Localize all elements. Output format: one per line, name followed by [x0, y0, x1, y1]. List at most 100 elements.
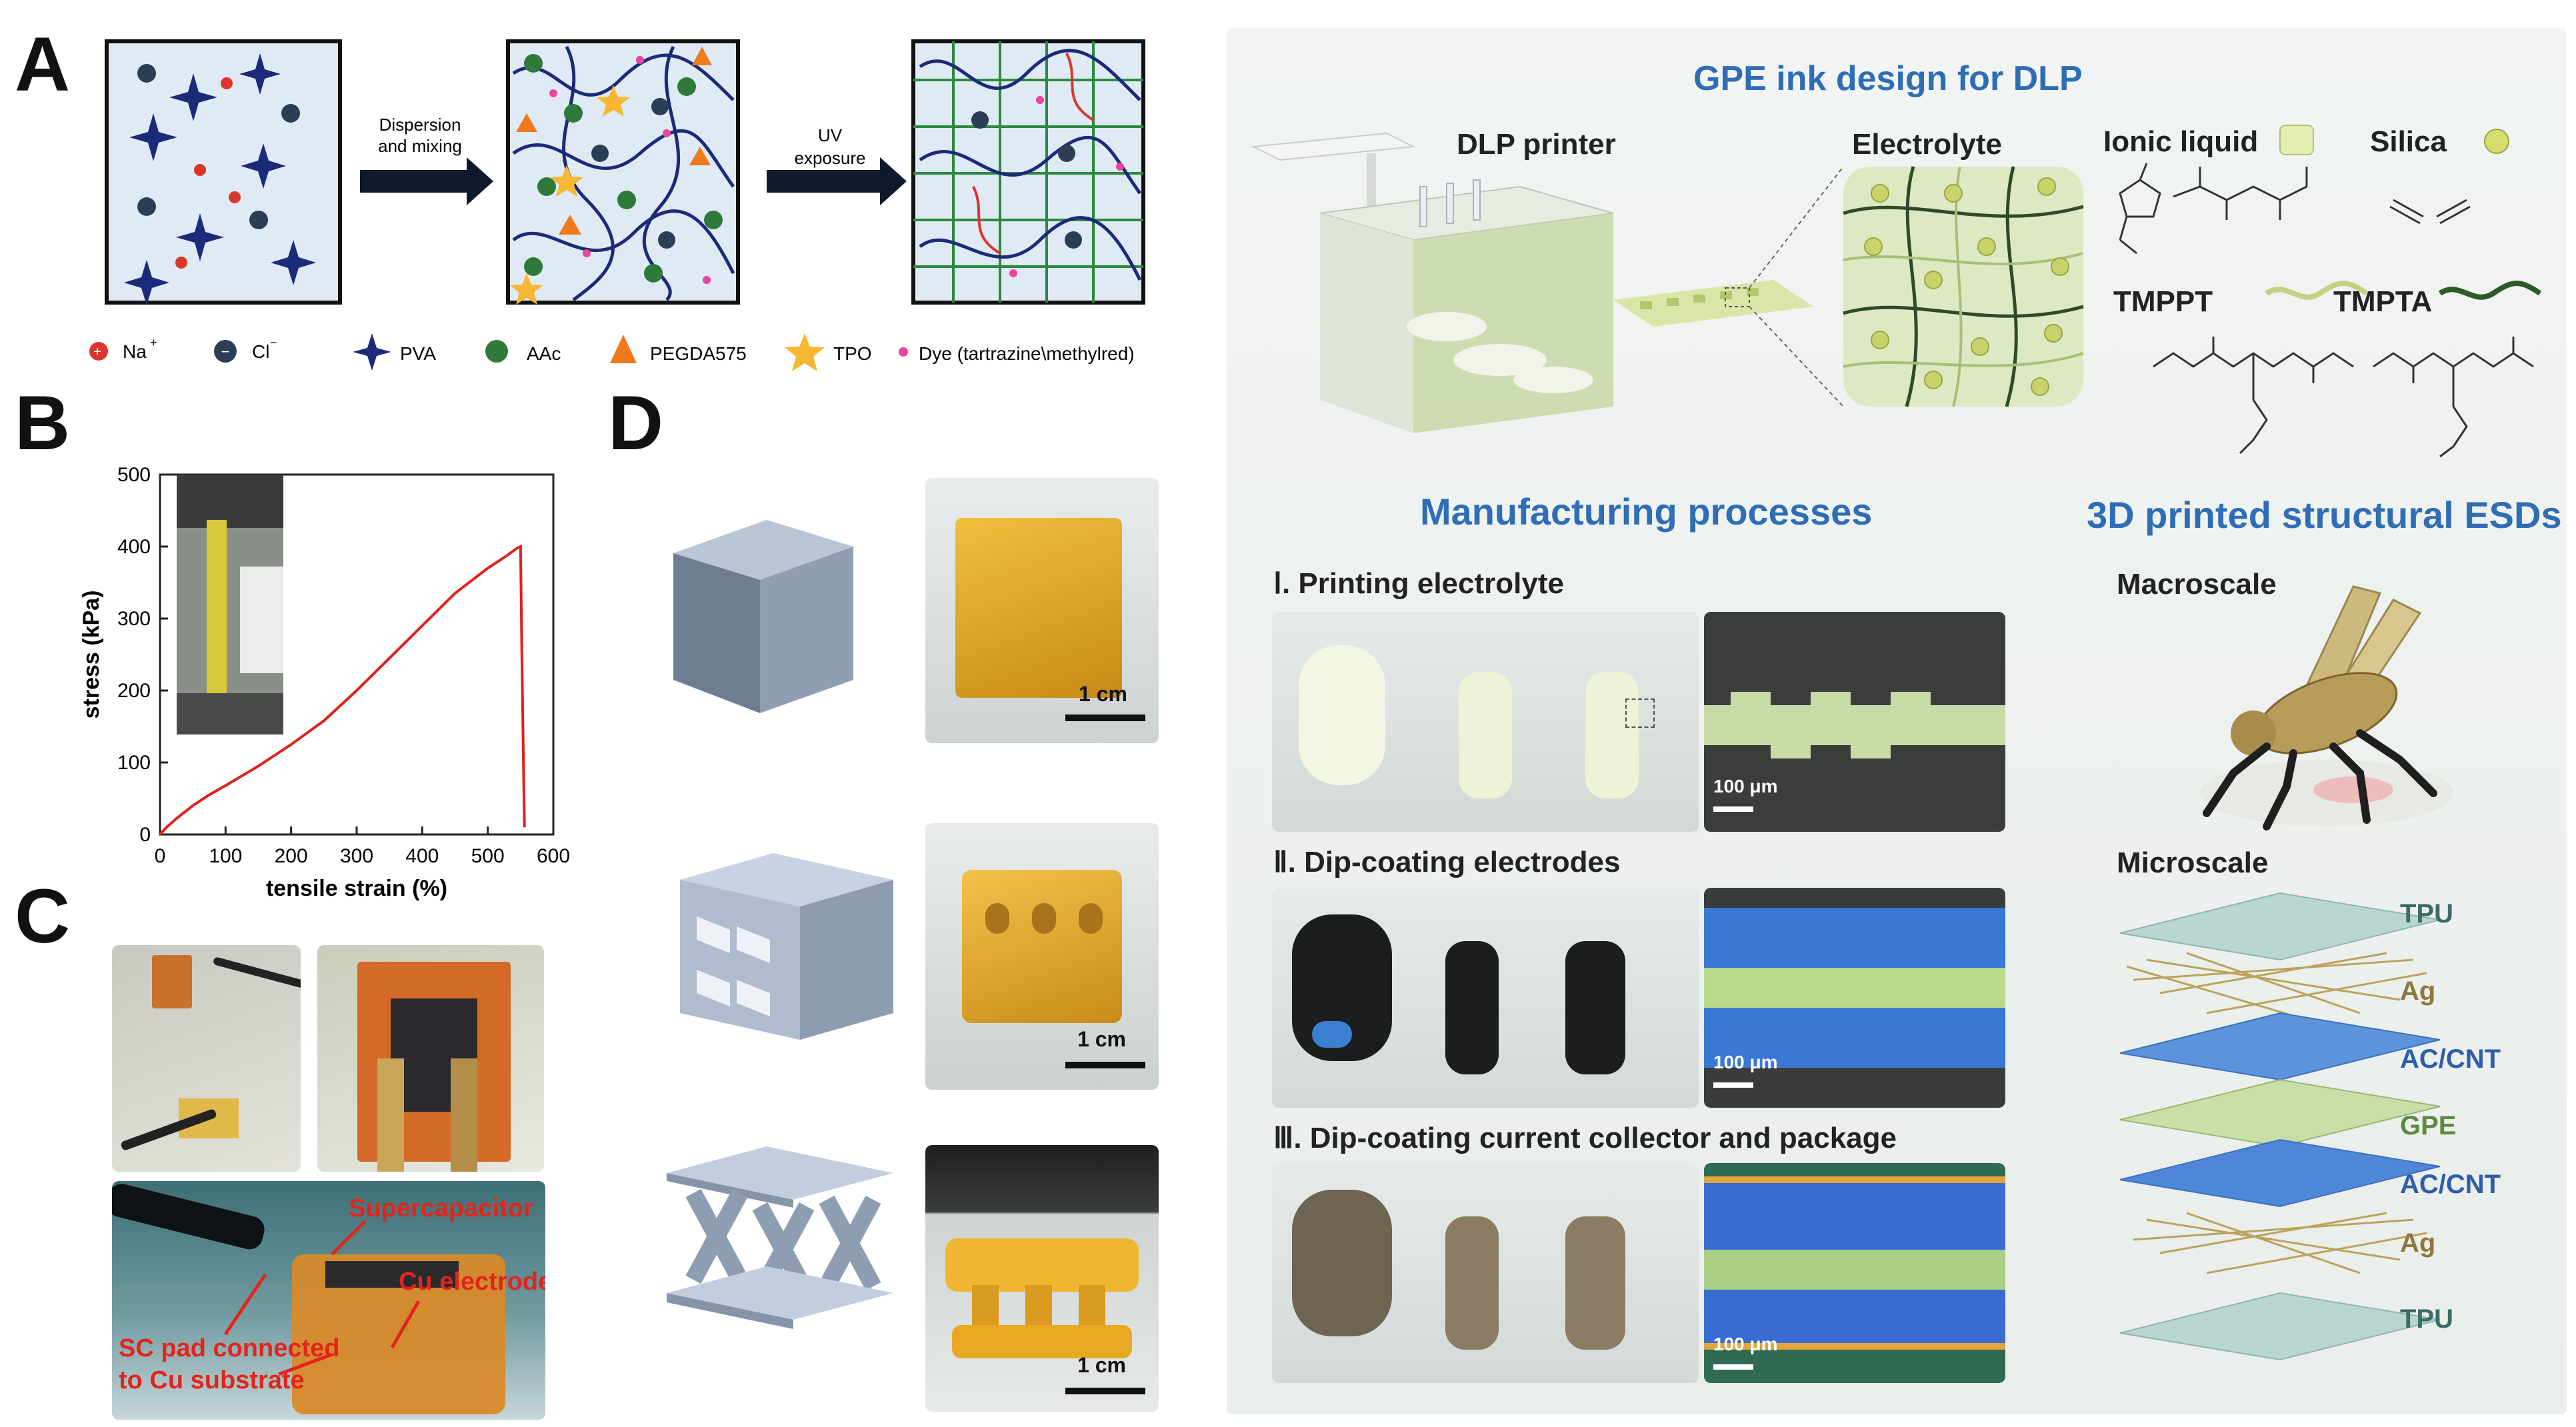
panel-a-legend: + Na + − Cl − PVA AAc PEGDA575 TPO Dye (… [89, 333, 1135, 371]
scale-bar [1065, 1062, 1145, 1068]
step-2-label: Ⅱ. Dip-coating electrodes [1273, 846, 1621, 878]
layer-label-ac-cnt-top: AC/CNT [2400, 1044, 2501, 1074]
y-axis-label: stress (kPa) [79, 591, 104, 719]
printed-electrolyte-sem: 100 μm [1704, 612, 2005, 832]
svg-text:−: − [270, 336, 277, 349]
layer-label-tpu-bottom: TPU [2400, 1304, 2453, 1334]
ionic-liquid-label: Ionic liquid [2103, 125, 2259, 158]
svg-text:+: + [93, 345, 101, 359]
legend-tpo: TPO [833, 343, 872, 364]
legend-dye: Dye (tartrazine\methylred) [919, 343, 1135, 364]
stress-strain-series [159, 544, 526, 836]
step-3-label: Ⅲ. Dip-coating current collector and pac… [1273, 1122, 1897, 1154]
printed-cube-photo: 1 cm [925, 478, 1159, 743]
ionic-liquid-swatch [2279, 125, 2314, 155]
panel-label-a: A [15, 22, 71, 107]
legend-pva: PVA [400, 343, 436, 364]
y-tick-label: 400 [117, 536, 151, 558]
layer-ac-cnt-top [2119, 1012, 2441, 1081]
microscale-label: Microscale [2117, 846, 2269, 879]
printed-electrolyte-photo [1272, 612, 1699, 832]
svg-text:−: − [221, 343, 230, 360]
x-tick-label: 200 [275, 845, 308, 867]
supercapacitor-photo: Supercapacitor Cu electrode SC pad conne… [112, 1181, 545, 1420]
svg-text:exposure: exposure [795, 148, 866, 168]
y-tick-label: 0 [139, 824, 151, 846]
x-tick-label: 600 [537, 845, 570, 867]
tmppt-label: TMPPT [2113, 285, 2213, 318]
panel-a-schematic: Dispersion and mixing UV exposure [89, 39, 1145, 371]
scale-label: 100 μm [1713, 1052, 1778, 1072]
cad-hexagonal-block [680, 853, 893, 1040]
packaged-device-photo [1272, 1163, 1699, 1383]
label-sc-pad-1: SC pad connected [119, 1334, 340, 1362]
scale-label: 100 μm [1713, 776, 1778, 796]
robotic-insect-illustration [2200, 585, 2453, 830]
panel-e-title: GPE ink design for DLP [1693, 59, 2083, 98]
layer-label-ac-cnt-bottom: AC/CNT [2400, 1170, 2501, 1199]
printed-auxetic-photo: 1 cm [925, 1145, 1159, 1412]
arrow-uv: UV exposure [767, 125, 907, 205]
cad-auxetic-structure [667, 1146, 893, 1329]
legend-na: Na [123, 341, 147, 362]
tmpta-label: TMPTA [2333, 285, 2433, 318]
tmpta-swatch-icon [2438, 281, 2542, 300]
y-tick-label: 300 [117, 608, 151, 630]
scale-bar [1065, 1388, 1145, 1394]
x-tick-label: 500 [471, 845, 505, 867]
panel-label-d: D [608, 381, 664, 466]
mixture-box-2 [506, 39, 740, 305]
mixture-box-3 [911, 39, 1145, 305]
step-1-label: Ⅰ. Printing electrolyte [1273, 567, 1564, 600]
layer-ac-cnt-bottom [2119, 1138, 2441, 1208]
layer-ag-top [2126, 952, 2427, 1021]
label-cu-electrode: Cu electrode [399, 1268, 545, 1296]
panel-label-b: B [15, 381, 71, 466]
panel-e-illustration [1251, 125, 2542, 458]
packaged-device-sem: 100 μm [1704, 1163, 2005, 1383]
silica-structure [2389, 199, 2471, 225]
macroscale-label: Macroscale [2117, 568, 2277, 601]
x-tick-label: 400 [405, 845, 439, 867]
x-tick-label: 300 [340, 845, 373, 867]
dip-coated-electrodes-photo [1272, 888, 1699, 1108]
y-tick-label: 500 [117, 464, 151, 486]
layer-stack: TPU Ag AC/CNT GPE AC/CNT Ag TPU [2119, 892, 2501, 1361]
label-sc-pad-2: to Cu substrate [119, 1366, 305, 1394]
cad-models [667, 520, 893, 1329]
svg-text:and mixing: and mixing [378, 136, 462, 156]
cad-solid-cube [673, 520, 853, 713]
arrow-dispersion: Dispersion and mixing [360, 115, 493, 205]
layer-label-gpe: GPE [2400, 1111, 2456, 1140]
legend-cl: Cl [252, 341, 269, 362]
panel-label-c: C [15, 874, 71, 959]
tmppt-swatch-icon [2265, 281, 2369, 300]
scale-bar [1065, 714, 1145, 721]
layer-label-ag-bottom: Ag [2400, 1228, 2435, 1258]
svg-text:UV: UV [818, 125, 843, 145]
x-axis-label: tensile strain (%) [266, 876, 447, 901]
electrolyte-network [1843, 166, 2084, 407]
layer-label-tpu-top: TPU [2400, 899, 2453, 928]
red-arrows [223, 1220, 421, 1376]
y-tick-label: 200 [117, 680, 151, 702]
scale-label: 1 cm [1079, 682, 1127, 706]
layer-tpu-bottom [2119, 1292, 2441, 1361]
scale-bar [1713, 1082, 1753, 1088]
silica-label: Silica [2370, 125, 2447, 158]
legend-pegda: PEGDA575 [650, 343, 747, 364]
printed-hex-block-photo: 1 cm [925, 823, 1159, 1090]
scale-bar [1713, 1364, 1753, 1370]
panel-g-title: 3D printed structural ESDs [2087, 494, 2562, 536]
silica-particle-icon [2484, 129, 2509, 154]
mixture-box-1 [105, 39, 342, 305]
panel-f-title: Manufacturing processes [1420, 491, 1873, 533]
scale-label: 1 cm [1077, 1027, 1126, 1051]
layer-label-ag-top: Ag [2400, 976, 2435, 1006]
scale-label: 1 cm [1077, 1353, 1126, 1377]
x-tick-label: 0 [155, 845, 166, 867]
device-photo-1 [112, 945, 301, 1172]
scale-label: 100 μm [1713, 1334, 1778, 1354]
